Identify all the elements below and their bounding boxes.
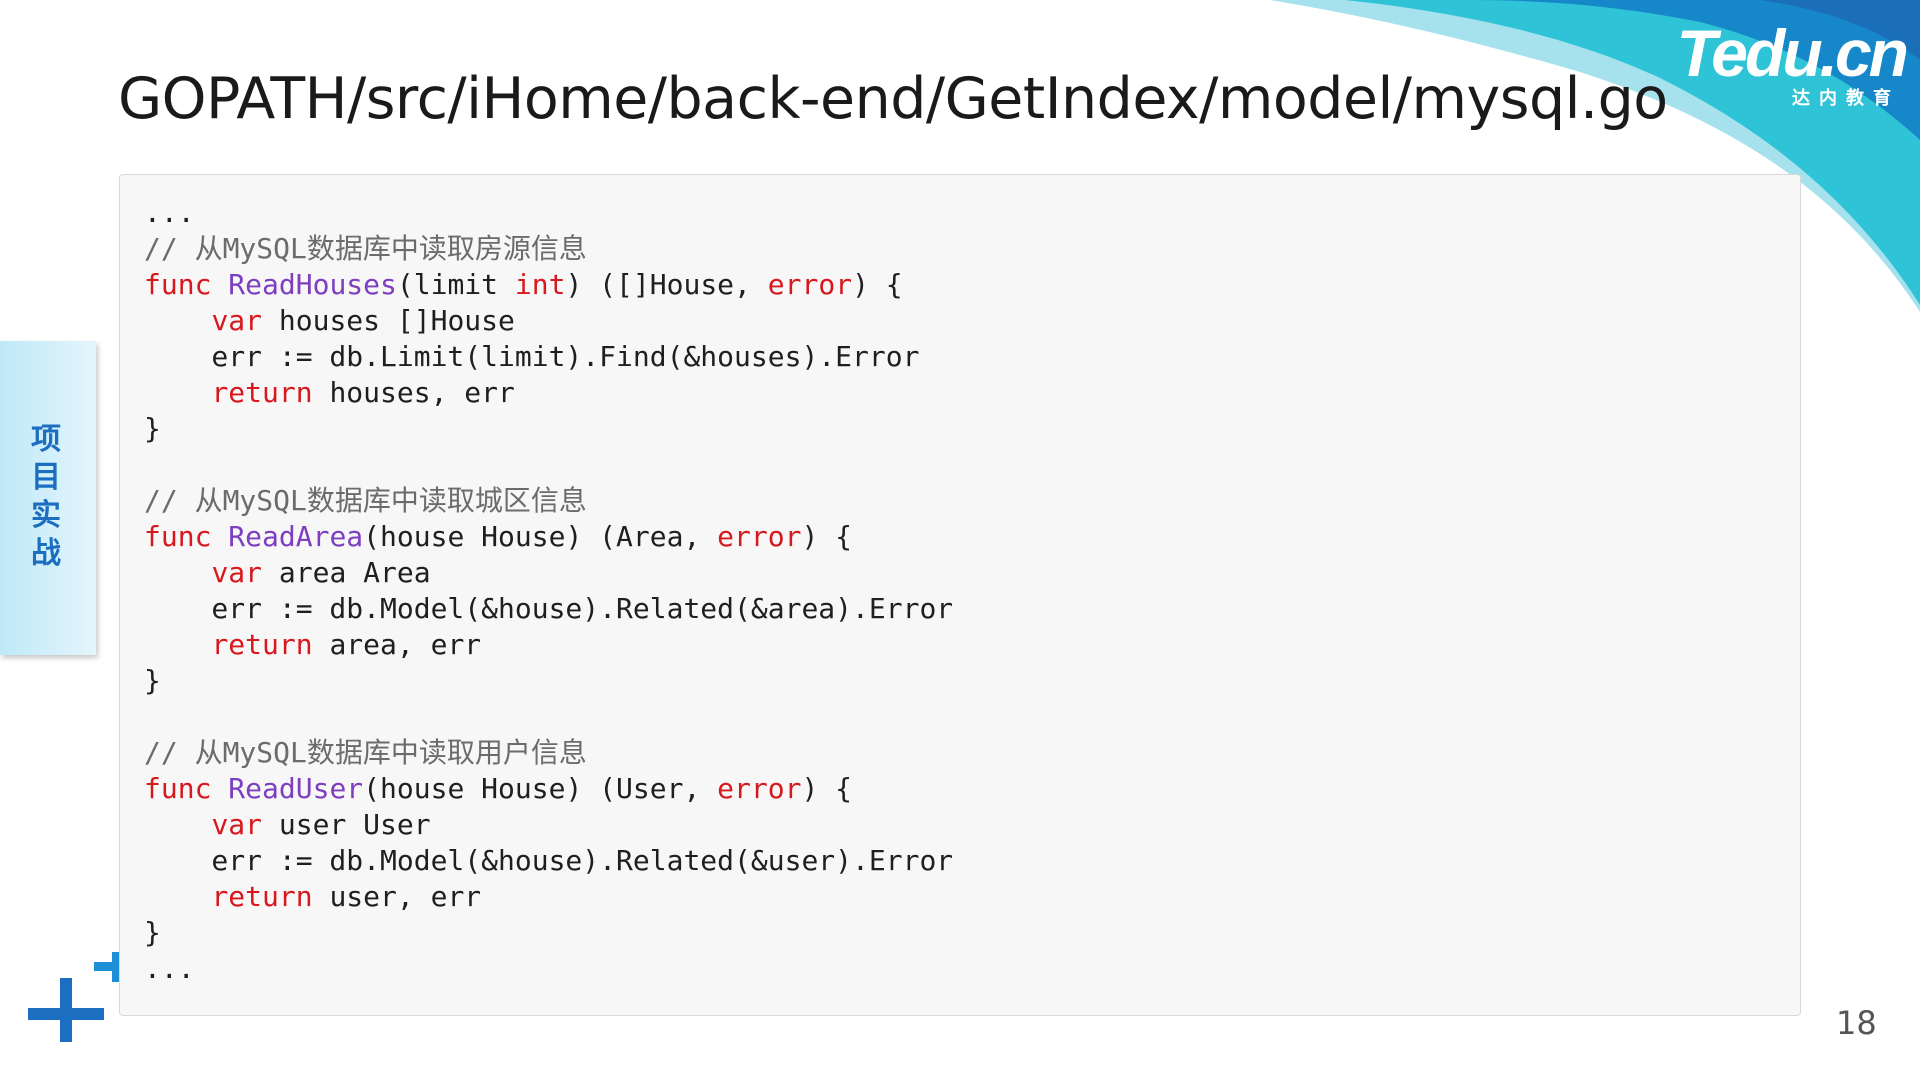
slide-title: GOPATH/src/iHome/back-end/GetIndex/model…	[118, 66, 1668, 132]
code-token-plain	[144, 304, 211, 337]
code-token-plain: }	[144, 916, 161, 949]
code-token-keyword: var	[211, 556, 263, 589]
code-token-plain: ) {	[801, 772, 853, 805]
code-token-plain: ) ([]House,	[565, 268, 768, 301]
code-token-plain	[144, 628, 211, 661]
code-token-plain: ...	[144, 952, 195, 985]
plus-icon-large-h	[28, 1008, 104, 1020]
code-token-plain	[211, 772, 228, 805]
code-token-plain: user, err	[312, 880, 482, 913]
code-token-keyword: error	[717, 520, 802, 553]
code-line: }	[144, 411, 1800, 447]
code-token-plain: area Area	[262, 556, 431, 589]
code-token-keyword: func	[144, 520, 212, 553]
code-line: return user, err	[144, 879, 1800, 915]
code-token-plain	[211, 520, 228, 553]
code-line: func ReadUser(house House) (User, error)…	[144, 771, 1800, 807]
code-token-plain: (house House) (User,	[363, 772, 718, 805]
code-token-keyword: var	[211, 808, 263, 841]
code-line: err := db.Limit(limit).Find(&houses).Err…	[144, 339, 1800, 375]
code-token-plain	[144, 376, 211, 409]
code-token-plain	[144, 556, 211, 589]
code-token-keyword: func	[144, 268, 212, 301]
code-token-keyword: error	[767, 268, 853, 301]
code-token-keyword: func	[144, 772, 212, 805]
code-line: var user User	[144, 807, 1800, 843]
code-line	[144, 699, 1800, 735]
logo-wordmark: Tedu.cn	[1676, 16, 1909, 90]
plus-icon-small-h	[94, 962, 122, 971]
code-line: err := db.Model(&house).Related(&area).E…	[144, 591, 1800, 627]
code-line: var area Area	[144, 555, 1800, 591]
code-token-keyword: error	[717, 772, 802, 805]
code-line: // 从MySQL数据库中读取房源信息	[144, 231, 1800, 267]
code-line: return houses, err	[144, 375, 1800, 411]
code-line: var houses []House	[144, 303, 1800, 339]
code-line: // 从MySQL数据库中读取用户信息	[144, 735, 1800, 771]
code-token-plain: ) {	[852, 268, 903, 301]
code-token-comment: // 从MySQL数据库中读取房源信息	[144, 232, 587, 265]
code-token-plain: }	[144, 412, 161, 445]
code-token-plain: err := db.Limit(limit).Find(&houses).Err…	[144, 340, 920, 373]
code-token-plain: (house House) (Area,	[363, 520, 718, 553]
code-line: // 从MySQL数据库中读取城区信息	[144, 483, 1800, 519]
code-token-keyword: return	[211, 628, 313, 661]
code-token-plain	[144, 880, 211, 913]
logo-subtitle: 达内教育	[1792, 88, 1900, 109]
code-line: func ReadArea(house House) (Area, error)…	[144, 519, 1800, 555]
code-line: }	[144, 915, 1800, 951]
code-token-plain: ...	[144, 196, 195, 229]
code-line: ...	[144, 195, 1800, 231]
code-token-keyword: return	[211, 880, 313, 913]
section-tab-label: 项目实战	[31, 422, 61, 571]
code-line: return area, err	[144, 627, 1800, 663]
plus-icon-large-v	[60, 978, 72, 1042]
code-token-plain: user User	[262, 808, 431, 841]
code-token-keyword: return	[211, 376, 313, 409]
code-token-plain: }	[144, 664, 161, 697]
code-line: }	[144, 663, 1800, 699]
code-token-keyword: int	[514, 268, 566, 301]
tedu-logo: Tedu.cn 达内教育	[1636, 16, 1909, 110]
code-token-plain: area, err	[312, 628, 482, 661]
code-token-plain	[211, 268, 228, 301]
code-token-plain	[144, 808, 211, 841]
code-token-keyword: var	[211, 304, 263, 337]
code-token-func: ReadHouses	[228, 268, 397, 301]
code-token-func: ReadArea	[228, 520, 364, 553]
code-line: err := db.Model(&house).Related(&user).E…	[144, 843, 1800, 879]
code-token-plain: ) {	[801, 520, 853, 553]
code-line: func ReadHouses(limit int) ([]House, err…	[144, 267, 1800, 303]
code-token-func: ReadUser	[228, 772, 364, 805]
code-token-plain: houses []House	[262, 304, 515, 337]
code-line	[144, 447, 1800, 483]
section-tab: 项目实战	[0, 341, 96, 655]
code-token-plain: (limit	[396, 268, 515, 301]
code-token-plain: err := db.Model(&house).Related(&area).E…	[144, 592, 954, 625]
code-line: ...	[144, 951, 1800, 987]
page-number: 18	[1836, 1004, 1877, 1042]
code-token-comment: // 从MySQL数据库中读取城区信息	[144, 484, 587, 517]
code-token-comment: // 从MySQL数据库中读取用户信息	[144, 736, 587, 769]
code-token-plain: err := db.Model(&house).Related(&user).E…	[144, 844, 954, 877]
code-token-plain: houses, err	[312, 376, 515, 409]
